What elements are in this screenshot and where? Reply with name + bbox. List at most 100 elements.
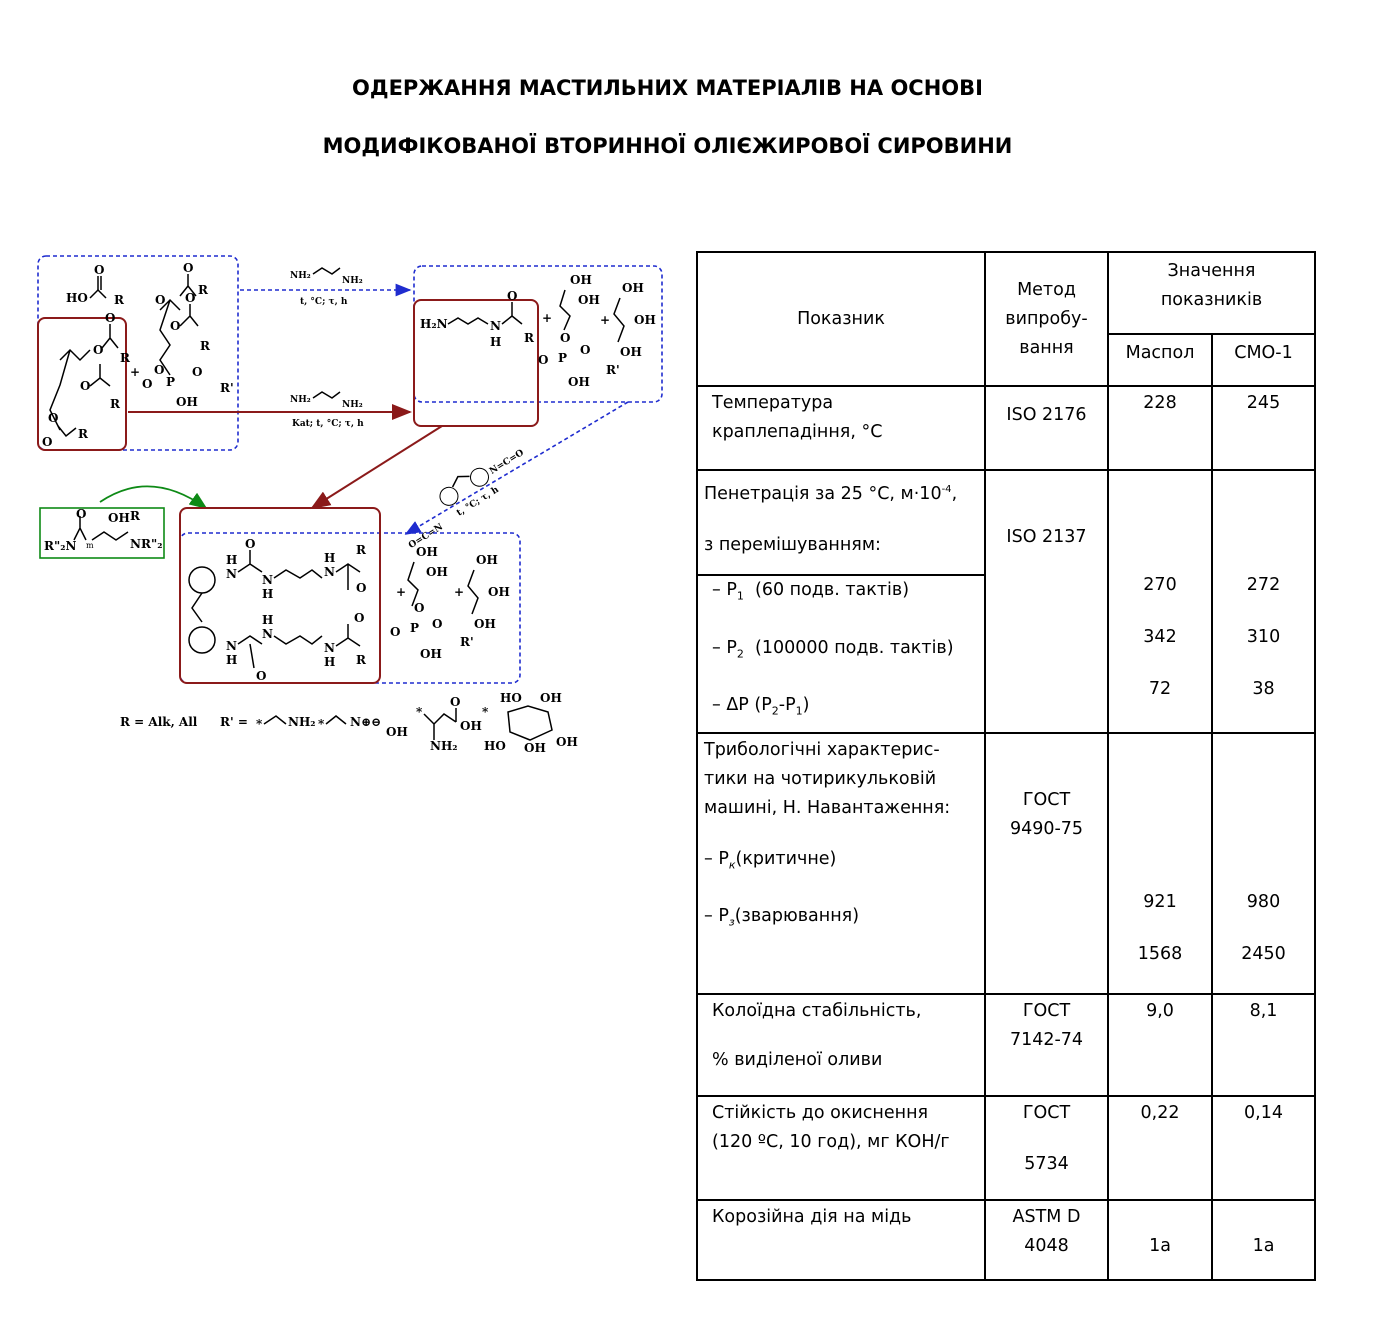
svg-text:O: O [93, 343, 103, 357]
table-row: Корозійна дія на мідь ASTM D 4048 1а 1а [696, 1198, 1316, 1282]
svg-text:OH: OH [176, 395, 198, 409]
reagent-mdi: O=C=N N=C=O t, °C; τ, h [407, 448, 526, 551]
additive-green-arrow [99, 485, 208, 510]
svg-text:NR"₂: NR"₂ [130, 537, 162, 551]
svg-text:R: R [130, 509, 141, 523]
svg-text:H: H [324, 655, 335, 669]
value-smo: 272 310 38 [1211, 469, 1316, 735]
table-row: Температура краплепадіння, °C ISO 2176 2… [696, 385, 1316, 472]
value-maspol: 1а [1107, 1198, 1213, 1282]
page-title-line-1: ОДЕРЖАННЯ МАСТИЛЬНИХ МАТЕРІАЛІВ НА ОСНОВ… [352, 76, 983, 100]
indicator-penetration: Пенетрація за 25 °C, м·10-4, з перемішув… [696, 469, 986, 577]
svg-text:NH₂: NH₂ [290, 271, 311, 281]
urea-red-box [179, 507, 381, 684]
svg-text:N: N [324, 565, 335, 579]
value-maspol: 0,22 [1107, 1094, 1213, 1201]
indicator-copper-corrosion: Корозійна дія на мідь [696, 1198, 986, 1282]
svg-text:O: O [76, 507, 86, 521]
reaction-arrow-red-2 [310, 425, 443, 510]
value-smo: 980 2450 [1211, 732, 1316, 995]
value-maspol: 228 [1107, 385, 1213, 472]
svg-text:OH: OH [426, 565, 448, 579]
value-maspol: 921 1568 [1107, 732, 1213, 995]
svg-text:t, °C; τ, h: t, °C; τ, h [300, 297, 348, 307]
svg-text:OH: OH [540, 691, 562, 705]
reaction-arrow-blue-2 [404, 401, 629, 535]
svg-text:OH: OH [620, 345, 642, 359]
svg-text:N: N [262, 573, 273, 587]
svg-text:O: O [155, 293, 165, 307]
plus-sign: + [600, 313, 610, 327]
aminoamide-structure: H₂N N H O R [420, 289, 535, 349]
svg-text:N: N [490, 319, 501, 333]
plus-sign: + [396, 585, 406, 599]
svg-text:OH: OH [476, 553, 498, 567]
svg-text:HO: HO [66, 291, 88, 305]
method-cell: ISO 2137 [984, 469, 1109, 735]
bis-urea-structure: H N O N H N H R O N H N H O N H O R [188, 537, 367, 683]
svg-text:R: R [120, 351, 131, 365]
svg-text:P: P [410, 621, 419, 635]
svg-text:O: O [192, 365, 202, 379]
svg-text:O: O [560, 331, 570, 345]
svg-text:OH: OH [474, 617, 496, 631]
svg-text:N⊕⊖: N⊕⊖ [350, 715, 381, 729]
indicator-colloid-stability: Колоїдна стабільність, % виділеної оливи [696, 992, 986, 1097]
svg-text:N: N [226, 639, 237, 653]
header-indicator: Показник [696, 250, 986, 388]
svg-text:m: m [86, 541, 94, 550]
svg-text:O: O [580, 343, 590, 357]
svg-text:P: P [166, 375, 175, 389]
method-cell: ГОСТ 5734 [984, 1094, 1109, 1201]
svg-text:O: O [142, 377, 152, 391]
page-title-line-2: МОДИФІКОВАНОЇ ВТОРИННОЇ ОЛІЄЖИРОВОЇ СИРО… [322, 134, 1013, 158]
fatty-acid-structure: HO O R [66, 263, 125, 307]
svg-text:R: R [356, 543, 367, 557]
svg-text:*: * [416, 705, 423, 719]
svg-text:NH₂: NH₂ [342, 400, 363, 410]
svg-text:O: O [432, 617, 442, 631]
value-smo: 8,1 [1211, 992, 1316, 1097]
svg-text:OH: OH [386, 725, 408, 739]
svg-text:OH: OH [634, 313, 656, 327]
indicator-penetration-sub: – P1 (60 подв. тактів) – P2 (100000 подв… [696, 574, 986, 735]
svg-text:R': R' [460, 635, 474, 649]
svg-text:HO: HO [500, 691, 522, 705]
svg-text:OH: OH [108, 511, 130, 525]
value-smo: 0,14 [1211, 1094, 1316, 1201]
svg-text:H: H [262, 587, 273, 601]
svg-text:OH: OH [622, 281, 644, 295]
svg-text:HO: HO [484, 739, 506, 753]
svg-text:NH₂: NH₂ [290, 395, 311, 405]
svg-text:OH: OH [556, 735, 578, 749]
indicator-oxidation-stability: Стійкість до окиснення (120 ºC, 10 год),… [696, 1094, 986, 1201]
svg-text:R"₂N: R"₂N [44, 539, 76, 553]
header-method: Метод випробу- вання [984, 250, 1109, 388]
svg-text:O: O [183, 261, 193, 275]
svg-text:t, °C; τ, h: t, °C; τ, h [455, 485, 501, 519]
plus-sign: + [542, 311, 552, 325]
svg-text:N: N [324, 641, 335, 655]
svg-text:O: O [390, 625, 400, 639]
reagent-ethylenediamine-1: NH₂ NH₂ t, °C; τ, h [290, 267, 363, 307]
plus-sign: + [130, 365, 140, 379]
value-maspol: 9,0 [1107, 992, 1213, 1097]
svg-text:O: O [80, 379, 90, 393]
value-smo: 245 [1211, 385, 1316, 472]
glycerophosphate-structure-2: OH OH O P O OH O R' [390, 545, 474, 661]
svg-text:O: O [354, 611, 364, 625]
header-values: Значення показників [1107, 250, 1316, 336]
svg-text:H: H [324, 551, 335, 565]
value-smo: 1а [1211, 1198, 1316, 1282]
svg-text:R: R [356, 653, 367, 667]
svg-text:OH: OH [488, 585, 510, 599]
svg-text:Kat; t, °C; τ, h: Kat; t, °C; τ, h [292, 419, 364, 429]
additive-green-box [39, 507, 165, 559]
method-cell: ASTM D 4048 [984, 1198, 1109, 1282]
indicator-tribology: Трибологічні характерис- тики на чотирик… [696, 732, 986, 995]
table-subheader-row: Маспол СМО-1 [697, 333, 1316, 388]
svg-text:N=C=O: N=C=O [488, 448, 526, 477]
svg-text:R: R [524, 331, 535, 345]
svg-text:O: O [256, 669, 266, 683]
svg-text:O: O [170, 319, 180, 333]
